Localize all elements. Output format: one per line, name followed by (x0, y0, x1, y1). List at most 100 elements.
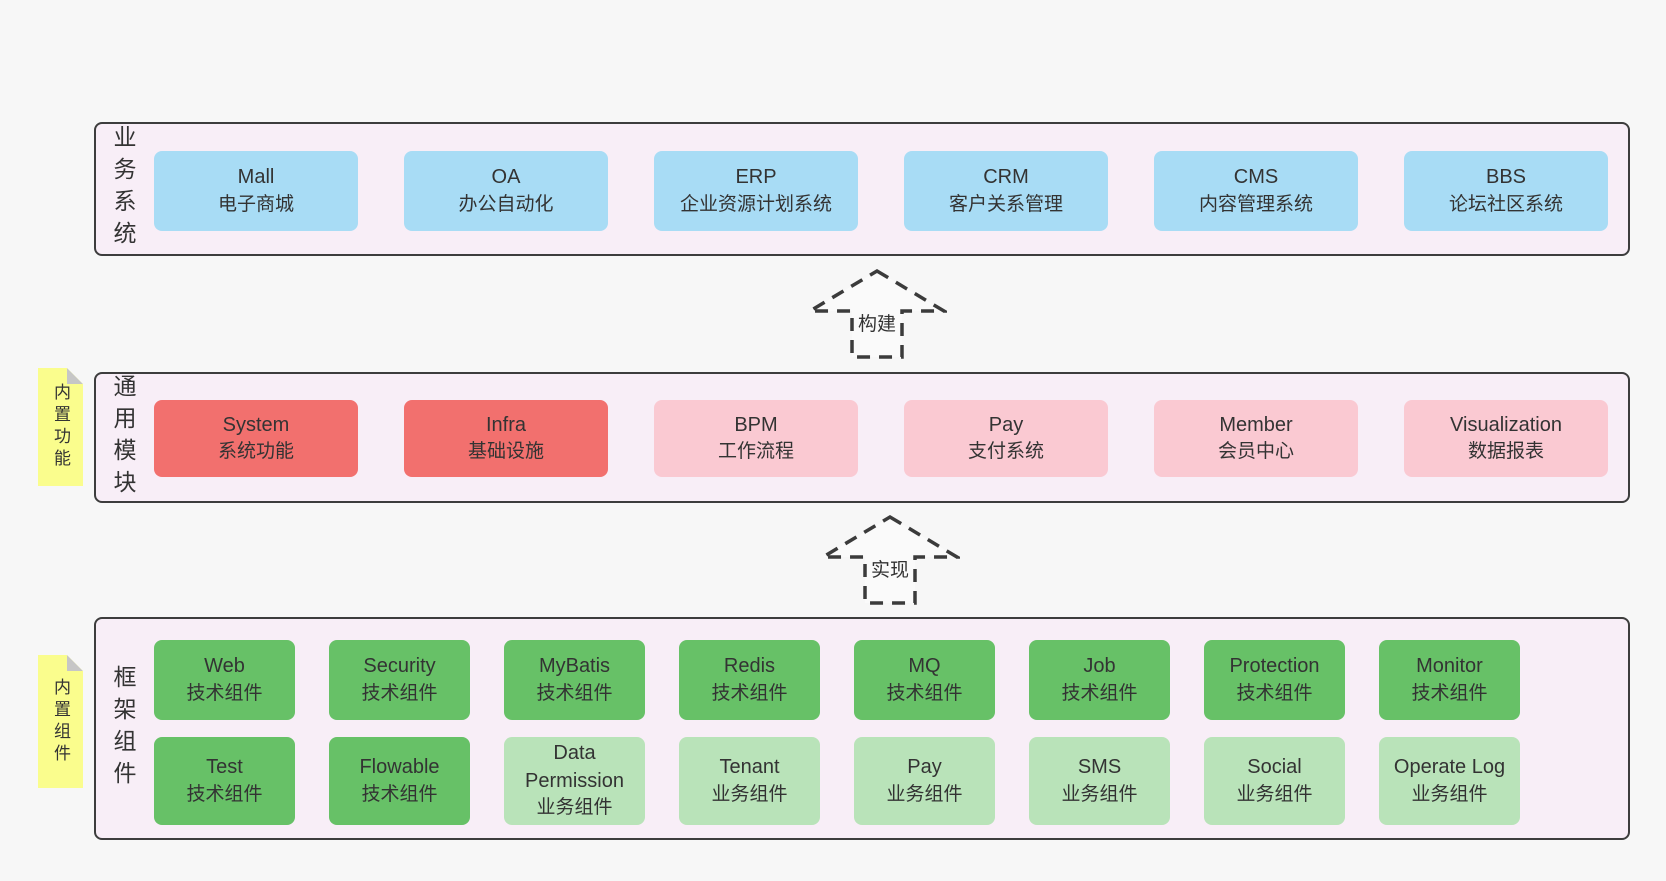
box-sms: SMS 业务组件 (1029, 737, 1170, 825)
box-title: CRM (983, 166, 1029, 189)
box-title: Infra (485, 413, 527, 436)
box-mall: Mall 电子商城 (154, 151, 358, 231)
box-monitor: Monitor 技术组件 (1379, 640, 1520, 720)
box-subtitle: 技术组件 (886, 682, 963, 704)
box-protection: Protection 技术组件 (1204, 640, 1345, 720)
biz-components-row: Test 技术组件 Flowable 技术组件 Data Permission … (154, 737, 1520, 825)
box-subtitle: 办公自动化 (458, 193, 554, 215)
box-title: Mall (237, 166, 275, 189)
arrow-implement-label: 实现 (867, 554, 913, 583)
common-modules-row: System 系统功能 Infra 基础设施 BPM 工作流程 Pay 支付系统… (154, 400, 1608, 477)
box-subtitle: 技术组件 (536, 682, 613, 704)
box-title: Protection (1229, 655, 1320, 678)
box-subtitle: 论坛社区系统 (1448, 193, 1563, 215)
box-mq: MQ 技术组件 (854, 640, 995, 720)
layer-common-modules: 通用模块 System 系统功能 Infra 基础设施 BPM 工作流程 Pay… (94, 372, 1630, 503)
box-title: MQ (908, 655, 941, 678)
box-subtitle: 业务组件 (1236, 783, 1313, 805)
box-subtitle: 客户关系管理 (948, 193, 1063, 215)
box-cms: CMS 内容管理系统 (1154, 151, 1358, 231)
arrow-build: 构建 (807, 268, 947, 360)
box-crm: CRM 客户关系管理 (904, 151, 1108, 231)
box-subtitle: 技术组件 (361, 682, 438, 704)
box-title: Pay (907, 756, 942, 779)
box-member: Member 会员中心 (1154, 400, 1358, 477)
box-subtitle: 技术组件 (711, 682, 788, 704)
sticky-note-builtin-components: 内置组件 (38, 655, 83, 788)
box-title: OA (491, 166, 521, 189)
box-bpm: BPM 工作流程 (654, 400, 858, 477)
box-subtitle: 业务组件 (886, 783, 963, 805)
box-title: ERP (735, 166, 777, 189)
box-subtitle: 技术组件 (1411, 682, 1488, 704)
box-subtitle: 技术组件 (186, 682, 263, 704)
box-subtitle: 基础设施 (467, 441, 544, 463)
layer-label-framework-components: 框架组件 (110, 664, 136, 793)
box-subtitle: 企业资源计划系统 (679, 193, 832, 215)
note-fold-corner (67, 368, 83, 384)
box-web: Web 技术组件 (154, 640, 295, 720)
layer-label-business-systems: 业务系统 (110, 125, 136, 253)
box-title: Web (204, 655, 245, 678)
tech-components-row: Web 技术组件 Security 技术组件 MyBatis 技术组件 Redi… (154, 640, 1520, 720)
sticky-note-text: 内置组件 (51, 677, 70, 766)
box-title: Social (1247, 756, 1302, 779)
box-title: Job (1083, 655, 1116, 678)
box-title: System (222, 413, 290, 436)
box-title: Redis (723, 655, 776, 678)
box-title: Security (363, 655, 436, 678)
box-title: MyBatis (538, 655, 611, 678)
box-mybatis: MyBatis 技术组件 (504, 640, 645, 720)
box-oa: OA 办公自动化 (404, 151, 608, 231)
box-pay-component: Pay 业务组件 (854, 737, 995, 825)
box-subtitle: 技术组件 (361, 783, 438, 805)
box-title: CMS (1233, 166, 1279, 189)
box-title: BBS (1485, 166, 1527, 189)
note-fold-corner (67, 655, 83, 671)
box-title: Data Permission (525, 742, 624, 792)
layer-framework-components: 框架组件 Web 技术组件 Security 技术组件 MyBatis 技术组件… (94, 617, 1630, 840)
layer-business-systems: 业务系统 Mall 电子商城 OA 办公自动化 ERP 企业资源计划系统 CRM… (94, 122, 1630, 256)
box-subtitle: 支付系统 (967, 441, 1044, 463)
box-erp: ERP 企业资源计划系统 (654, 151, 858, 231)
box-pay-system: Pay 支付系统 (904, 400, 1108, 477)
box-operate-log: Operate Log 业务组件 (1379, 737, 1520, 825)
box-subtitle: 系统功能 (217, 441, 294, 463)
box-title: SMS (1077, 756, 1122, 779)
box-title: Operate Log (1393, 756, 1506, 779)
box-subtitle: 业务组件 (1061, 783, 1138, 805)
box-subtitle: 电子商城 (217, 193, 294, 215)
box-data-permission: Data Permission 业务组件 (504, 737, 645, 825)
box-subtitle: 业务组件 (536, 797, 613, 819)
box-subtitle: 技术组件 (1236, 682, 1313, 704)
box-bbs: BBS 论坛社区系统 (1404, 151, 1608, 231)
sticky-note-text: 内置功能 (51, 383, 70, 471)
box-test: Test 技术组件 (154, 737, 295, 825)
arrow-implement: 实现 (820, 514, 960, 606)
box-subtitle: 内容管理系统 (1198, 193, 1313, 215)
box-title: Flowable (359, 756, 440, 779)
box-flowable: Flowable 技术组件 (329, 737, 470, 825)
box-redis: Redis 技术组件 (679, 640, 820, 720)
box-subtitle: 技术组件 (1061, 682, 1138, 704)
box-visualization: Visualization 数据报表 (1404, 400, 1608, 477)
box-social: Social 业务组件 (1204, 737, 1345, 825)
box-title: Test (206, 756, 243, 779)
arrow-build-label: 构建 (854, 308, 900, 337)
box-subtitle: 数据报表 (1467, 441, 1544, 463)
box-job: Job 技术组件 (1029, 640, 1170, 720)
box-system: System 系统功能 (154, 400, 358, 477)
box-subtitle: 工作流程 (717, 441, 794, 463)
box-subtitle: 技术组件 (186, 783, 263, 805)
box-title: Monitor (1416, 655, 1483, 678)
box-title: Tenant (719, 756, 780, 779)
box-title: Pay (988, 413, 1024, 436)
box-subtitle: 会员中心 (1217, 441, 1294, 463)
box-infra: Infra 基础设施 (404, 400, 608, 477)
box-tenant: Tenant 业务组件 (679, 737, 820, 825)
sticky-note-builtin-features: 内置功能 (38, 368, 83, 486)
box-title: Member (1219, 413, 1293, 436)
box-security: Security 技术组件 (329, 640, 470, 720)
layer-label-common-modules: 通用模块 (110, 373, 136, 502)
box-subtitle: 业务组件 (711, 783, 788, 805)
